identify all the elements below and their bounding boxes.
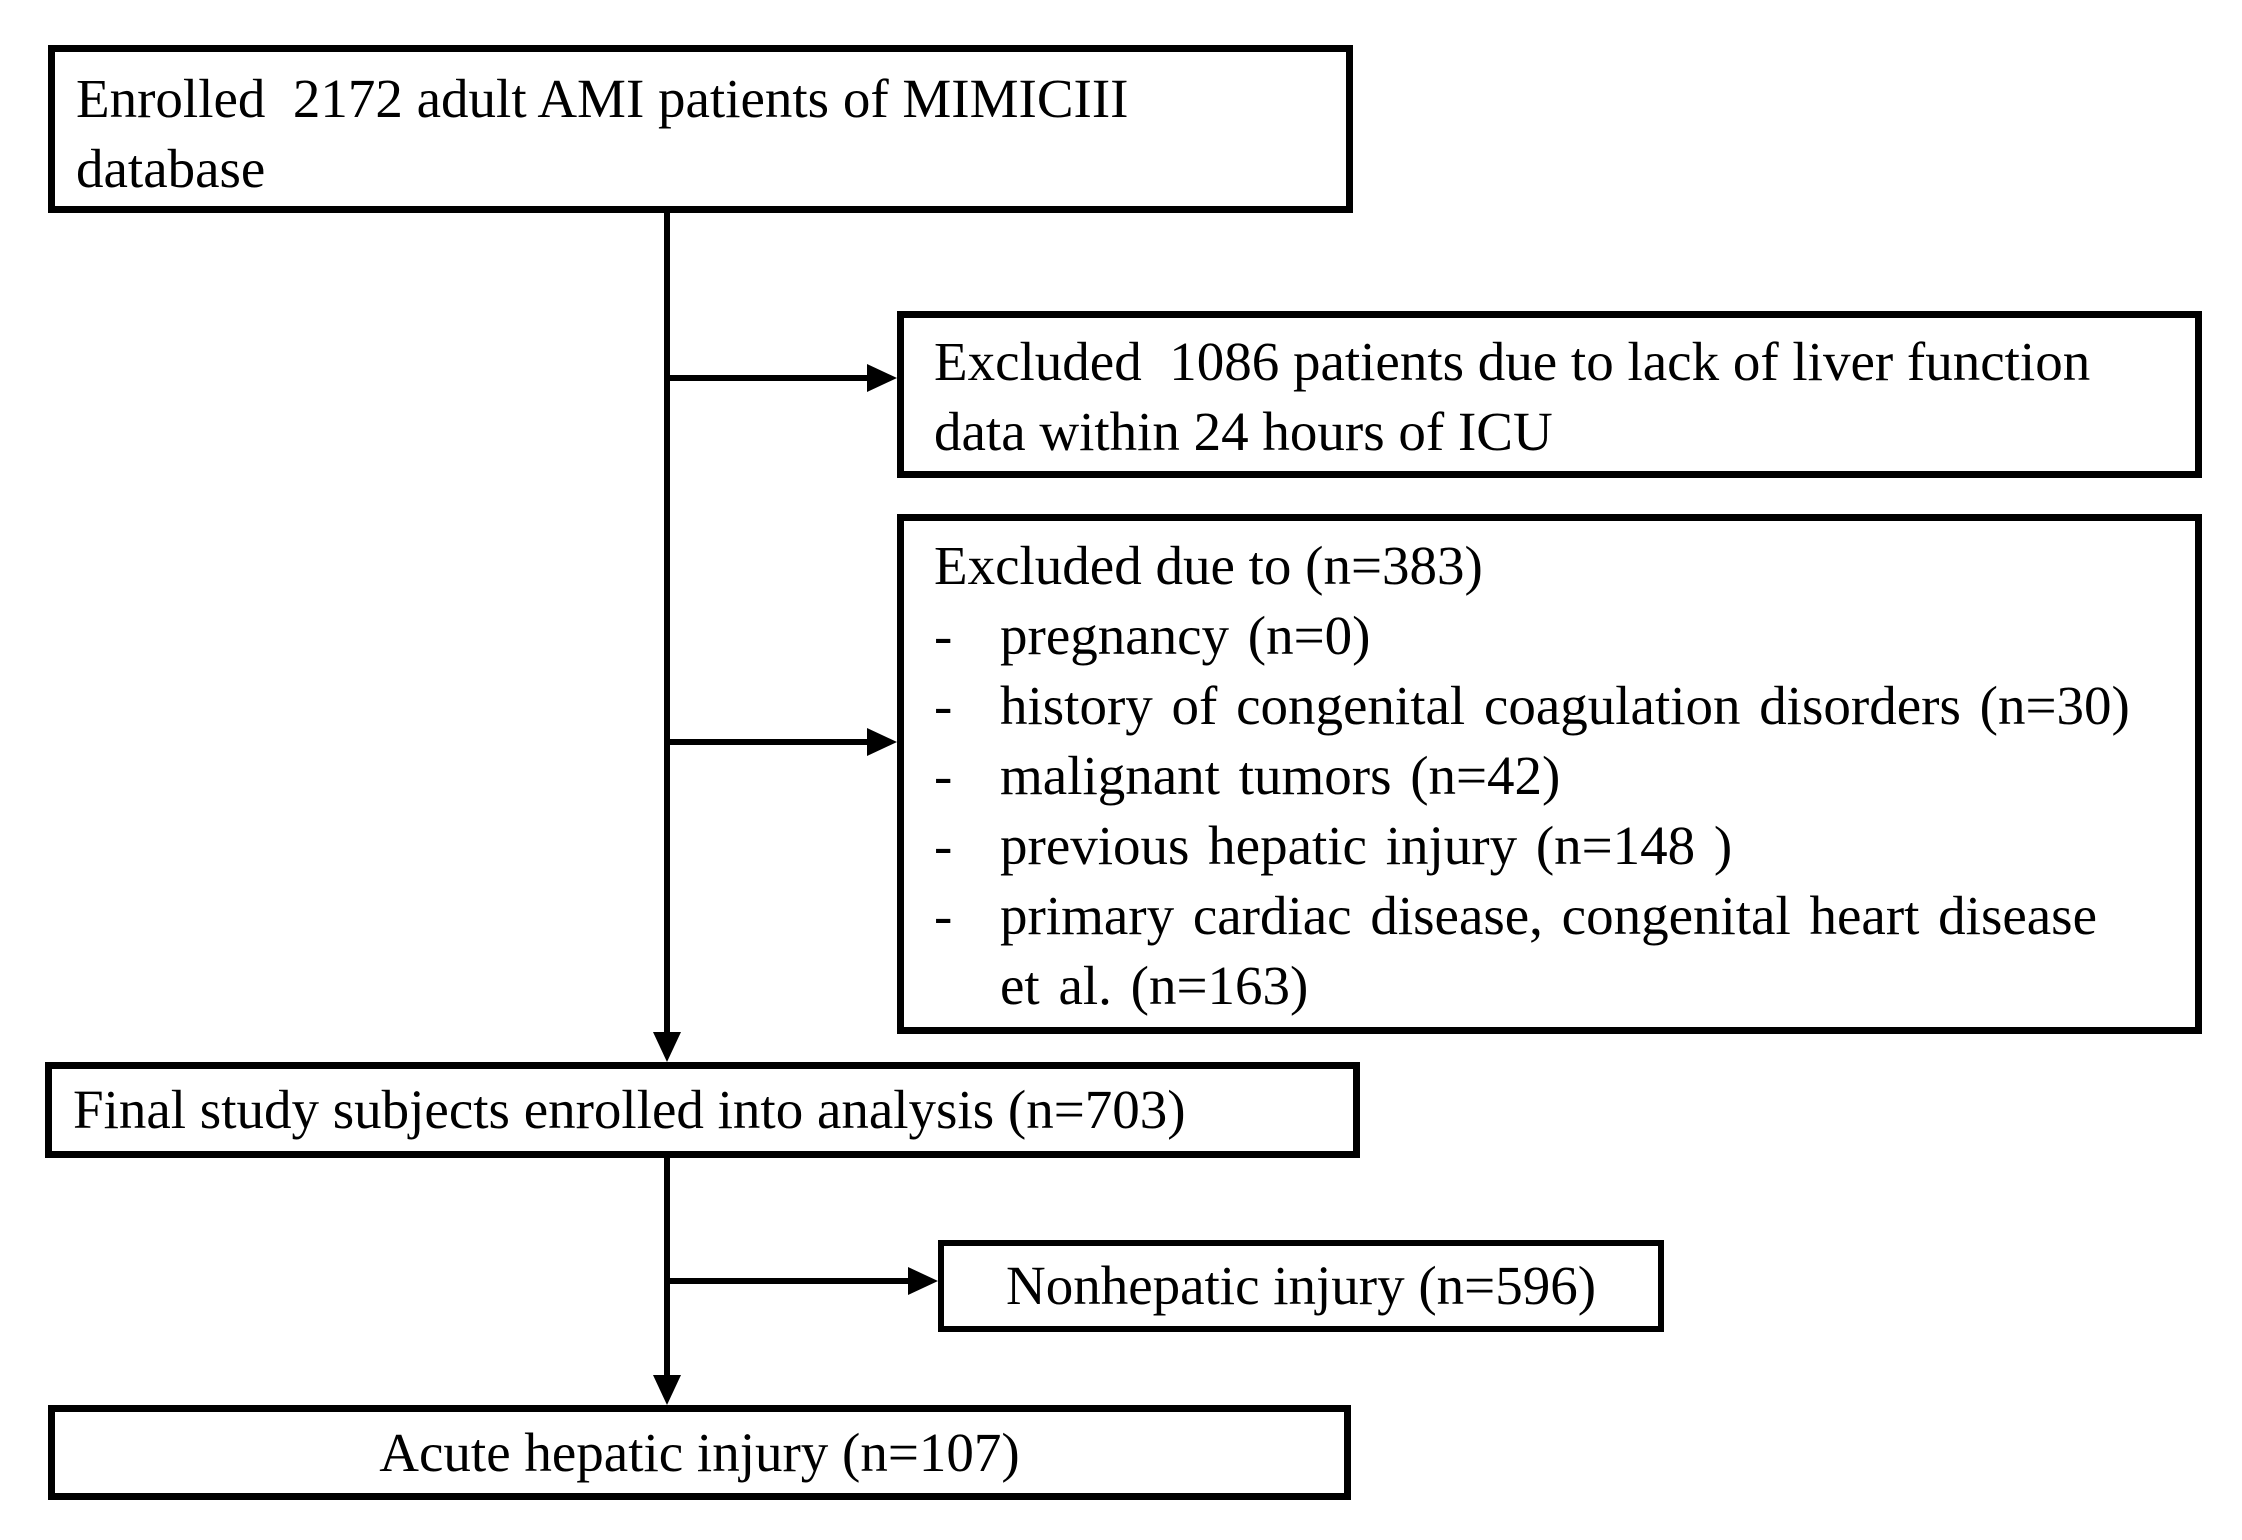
item-text: malignant tumors (n=42) (1000, 745, 1561, 806)
item-bullet: - (934, 675, 953, 736)
item-text: primary cardiac disease, congenital hear… (1000, 885, 2097, 1016)
box-final-subjects: Final study subjects enrolled into analy… (45, 1062, 1360, 1158)
excluded-item-primary-cardiac-disease: - primary cardiac disease, congenital he… (934, 881, 2179, 1021)
item-text: previous hepatic injury (n=148 ) (1000, 815, 1733, 876)
connector-branch-nonhepatic (667, 1278, 910, 1284)
arrowhead-acute-hepatic (653, 1375, 681, 1405)
box-enrolled-text: Enrolled 2172 adult AMI patients of MIMI… (76, 68, 1129, 199)
box-excluded-other-header: Excluded due to (n=383) (934, 535, 1483, 596)
excluded-item-pregnancy: - pregnancy (n=0) (934, 601, 2179, 671)
connector-main-vertical (664, 212, 670, 1032)
item-bullet: - (934, 745, 953, 806)
arrowhead-excluded-other (867, 728, 897, 756)
excluded-item-coagulation-disorders: - history of congenital coagulation diso… (934, 671, 2179, 741)
box-acute-hepatic-injury: Acute hepatic injury (n=107) (48, 1405, 1351, 1500)
box-acute-hepatic-injury-text: Acute hepatic injury (n=107) (379, 1421, 1020, 1483)
item-bullet: - (934, 815, 953, 876)
item-text: pregnancy (n=0) (1000, 605, 1371, 666)
arrowhead-excluded-liver (867, 364, 897, 392)
item-text: history of congenital coagulation disord… (1000, 675, 2130, 736)
arrowhead-final-subjects (653, 1032, 681, 1062)
box-nonhepatic-injury: Nonhepatic injury (n=596) (938, 1240, 1664, 1332)
connector-lower-vertical (664, 1158, 670, 1376)
box-excluded-liver-function: Excluded 1086 patients due to lack of li… (897, 311, 2202, 478)
box-final-subjects-text: Final study subjects enrolled into analy… (73, 1079, 1186, 1140)
box-excluded-other: Excluded due to (n=383) - pregnancy (n=0… (897, 514, 2202, 1034)
connector-branch-excluded-liver (667, 375, 869, 381)
box-nonhepatic-injury-text: Nonhepatic injury (n=596) (1005, 1255, 1597, 1316)
item-bullet: - (934, 605, 953, 666)
item-bullet: - (934, 885, 953, 946)
excluded-item-previous-hepatic-injury: - previous hepatic injury (n=148 ) (934, 811, 2179, 881)
box-excluded-liver-function-text: Excluded 1086 patients due to lack of li… (934, 331, 2091, 462)
connector-branch-excluded-other (667, 739, 869, 745)
box-enrolled: Enrolled 2172 adult AMI patients of MIMI… (48, 45, 1353, 213)
excluded-item-malignant-tumors: - malignant tumors (n=42) (934, 741, 2179, 811)
arrowhead-nonhepatic (908, 1267, 938, 1295)
